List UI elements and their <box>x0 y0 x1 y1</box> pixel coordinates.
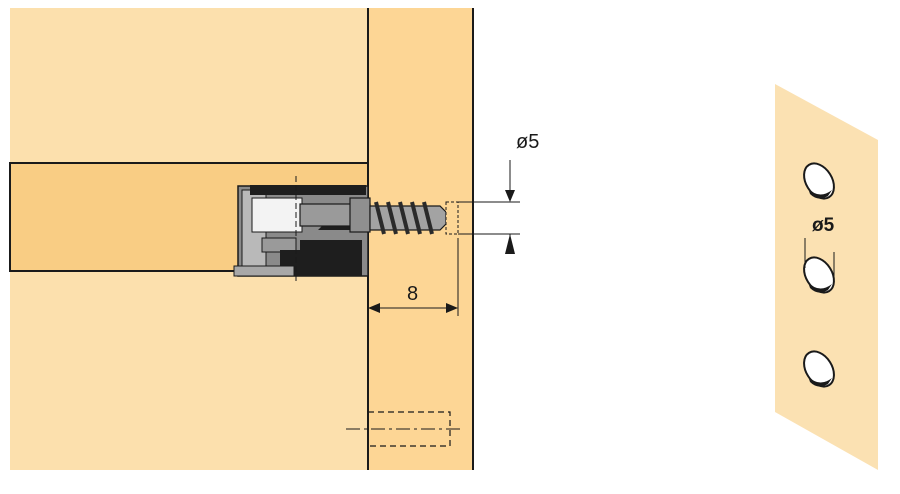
side-view-diameter-marks <box>804 238 835 282</box>
depth-label: 8 <box>407 283 418 305</box>
connector-bolt <box>299 197 447 235</box>
hidden-hole-outline <box>346 411 460 447</box>
side-view-hole-bottom <box>803 350 835 388</box>
side-view-hole-middle <box>803 256 835 294</box>
vertical-panel <box>368 8 473 470</box>
connector-housing <box>233 176 369 282</box>
drill-hole <box>445 201 459 235</box>
diameter-label: ø5 <box>516 131 539 153</box>
side-view-diameter-label: ø5 <box>812 215 835 236</box>
side-view-hole-top <box>803 162 835 200</box>
depth-dimension <box>367 238 459 316</box>
diameter-dimension <box>458 160 520 254</box>
